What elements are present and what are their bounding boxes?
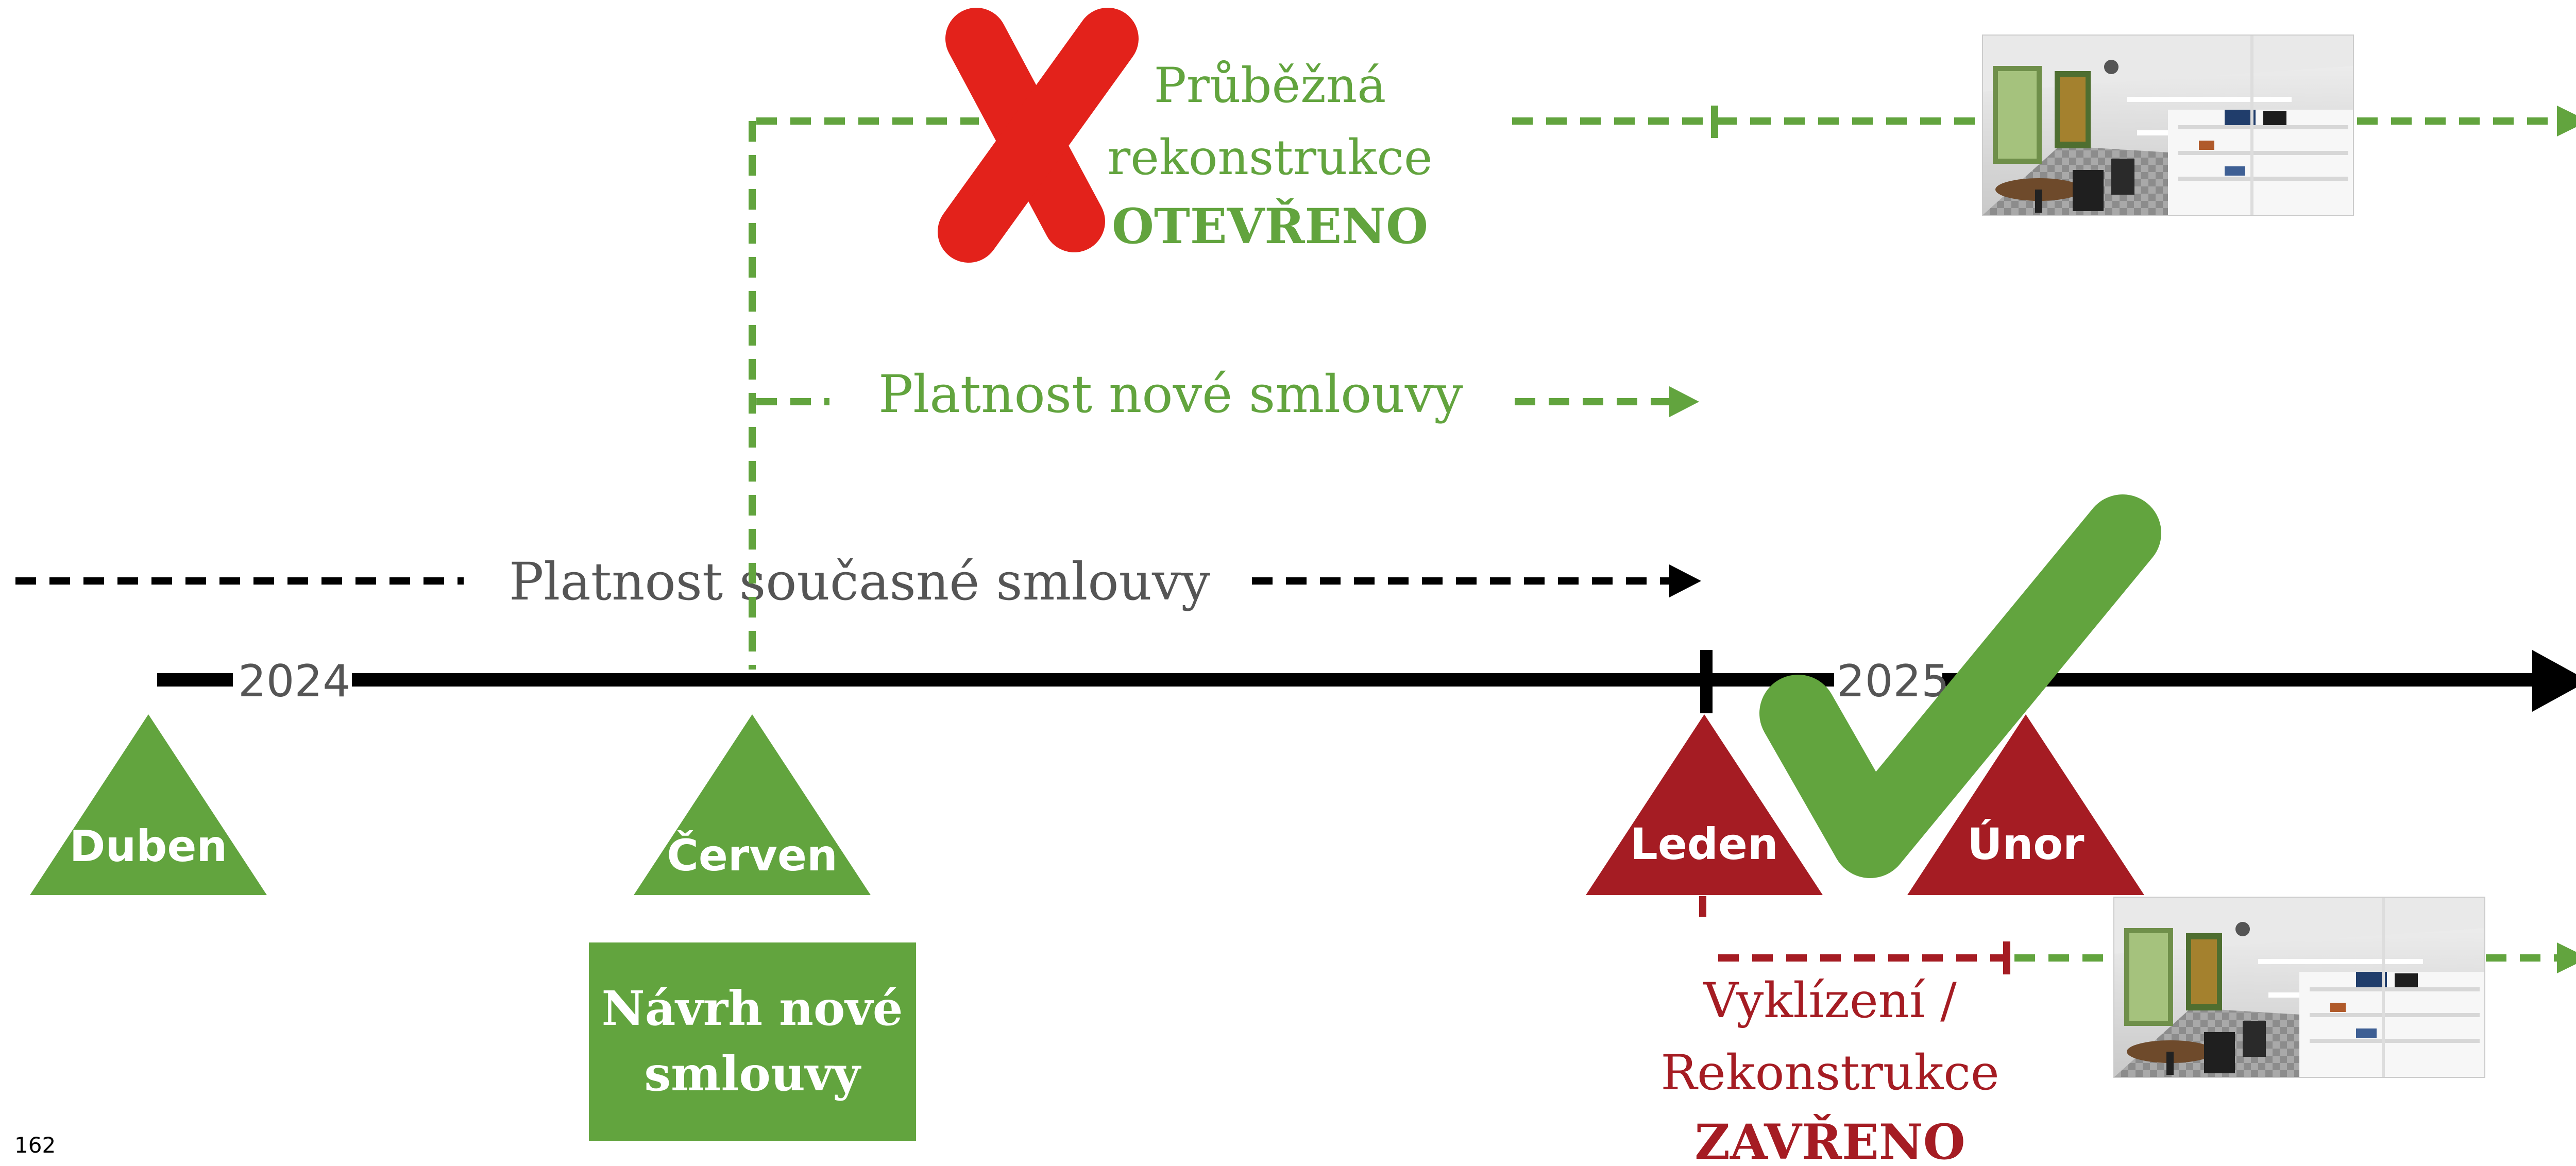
month-marker-june: Červen — [634, 714, 871, 895]
new-contract-arrow: Platnost nové smlouvy — [756, 364, 1699, 424]
proposal-box-line1: Návrh nové — [602, 981, 903, 1036]
ongoing-label-line3: OTEVŘENO — [1112, 198, 1428, 255]
month-marker-april: Duben — [30, 714, 267, 895]
ongoing-label-line1: Průběžná — [1154, 58, 1386, 114]
clearing-label-line2: Rekonstrukce — [1660, 1045, 1999, 1101]
clearing-arrow: Vyklízení / Rekonstrukce ZAVŘENO — [1660, 896, 2576, 1166]
current-contract-arrowhead-icon — [1669, 564, 1701, 597]
new-contract-arrowhead-icon — [1669, 386, 1699, 417]
clearing-label-line3: ZAVŘENO — [1694, 1114, 1965, 1166]
page-number: 162 — [14, 1133, 56, 1158]
current-contract-label: Platnost současné smlouvy — [509, 552, 1210, 612]
proposal-box: Návrh nové smlouvy — [589, 942, 916, 1141]
year-2024-label: 2024 — [238, 656, 351, 707]
clearing-arrowhead-icon — [2557, 942, 2576, 973]
june-label: Červen — [667, 830, 838, 881]
store-interior-image-bottom — [2113, 897, 2485, 1078]
january-label: Leden — [1630, 819, 1778, 869]
proposal-box-bg — [589, 942, 916, 1141]
ongoing-arrowhead-icon — [2557, 106, 2576, 136]
new-contract-label: Platnost nové smlouvy — [878, 364, 1463, 424]
ongoing-reconstruction-arrow: Průběžná rekonstrukce OTEVŘENO — [756, 58, 2576, 255]
month-marker-february: Únor — [1907, 714, 2144, 895]
red-x-icon — [938, 8, 1139, 263]
february-triangle — [1907, 714, 2144, 895]
timeline-arrowhead-icon — [2532, 650, 2576, 712]
april-triangle — [30, 714, 267, 895]
proposal-box-line2: smlouvy — [644, 1046, 861, 1102]
month-marker-january: Leden — [1586, 714, 1823, 895]
year-2025-label: 2025 — [1837, 656, 1950, 707]
current-contract-arrow: Platnost současné smlouvy — [15, 552, 1701, 612]
green-check-icon — [1759, 494, 2161, 878]
april-label: Duben — [70, 821, 227, 871]
store-interior-image-top — [1982, 35, 2354, 216]
february-label: Únor — [1967, 819, 2084, 869]
ongoing-label-line2: rekonstrukce — [1107, 130, 1432, 186]
june-triangle — [634, 714, 871, 895]
january-triangle — [1586, 714, 1823, 895]
clearing-label-line1: Vyklízení / — [1703, 973, 1957, 1029]
timeline: 2024 2025 — [157, 650, 2576, 713]
